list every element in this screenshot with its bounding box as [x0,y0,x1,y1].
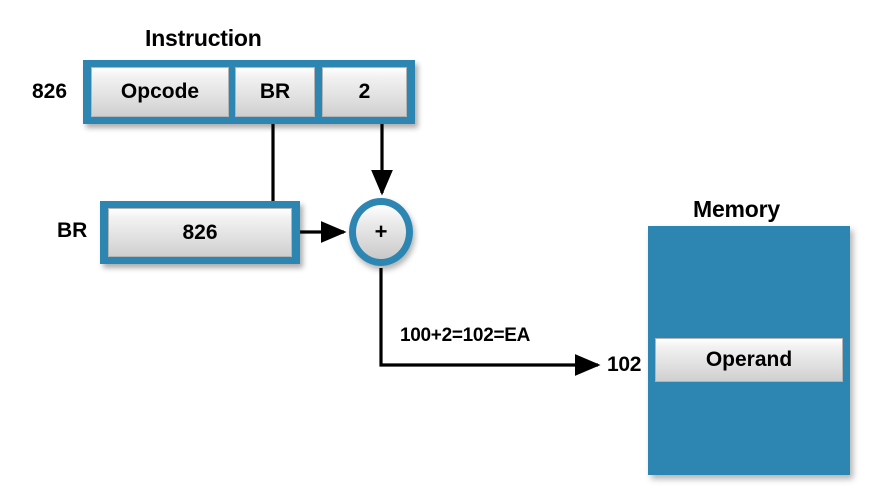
instruction-field-displacement: 2 [322,67,407,117]
instruction-address-label: 826 [32,80,68,103]
instruction-title: Instruction [145,25,262,51]
memory-title: Memory [693,196,780,222]
instruction-field-opcode: Opcode [91,67,229,117]
base-register-name-label: BR [57,219,88,242]
adder-circle: + [349,198,413,266]
instruction-field-br: BR [235,67,315,117]
memory-operand-cell: Operand [655,338,843,382]
effective-address-value: 102 [607,353,642,376]
base-register-value: 826 [108,208,292,257]
effective-address-equation: 100+2=102=EA [400,325,531,346]
wire-adder-to-memory [379,268,601,376]
